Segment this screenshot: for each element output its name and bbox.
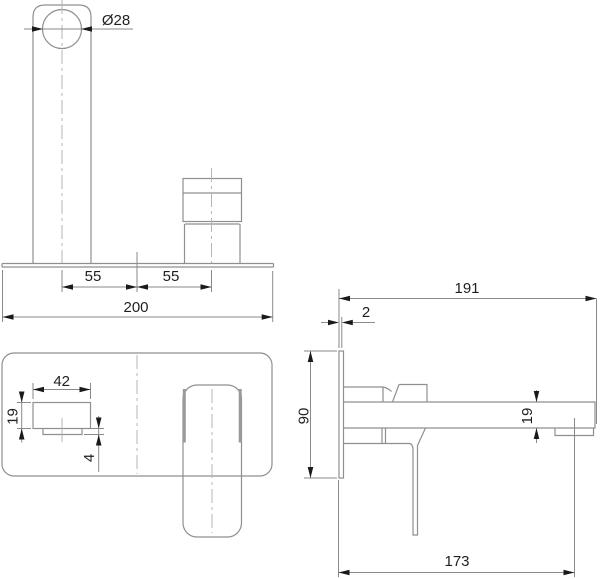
dim-spout-bar-height: 19 xyxy=(519,390,540,443)
dim-label-overall-depth: 191 xyxy=(454,280,479,297)
dim-label-spout-width: 42 xyxy=(53,373,70,390)
front-view: 42 19 4 xyxy=(1,352,273,538)
dim-label-wall-to-aerator: 173 xyxy=(444,553,469,570)
dim-label-plate-height: 90 xyxy=(296,408,313,425)
dim-spout-height: 19 xyxy=(5,391,31,443)
dim-label-spout-diameter: Ø28 xyxy=(102,12,130,29)
dim-label-plate-thickness: 2 xyxy=(362,304,370,321)
handle-lower-block xyxy=(183,224,241,264)
wall-plate-front xyxy=(1,352,273,477)
top-view: Ø28 55 55 200 xyxy=(1,0,275,322)
dim-spout-width: 42 xyxy=(32,373,91,399)
dim-plate-thickness: 2 xyxy=(321,304,375,348)
dim-plate-height: 90 xyxy=(296,350,337,479)
side-view: 191 2 90 19 xyxy=(296,280,597,577)
spout-bar xyxy=(343,401,596,429)
dim-overall-width: 200 xyxy=(2,270,274,322)
handle-upper-block xyxy=(182,177,243,223)
dim-label-spout-lip: 4 xyxy=(81,454,98,462)
wall-plate-side xyxy=(338,350,345,479)
base-plate-edge xyxy=(1,262,275,268)
dim-spout-diameter: Ø28 xyxy=(24,12,133,32)
dim-spacing-55: 55 55 xyxy=(61,252,212,292)
dim-label-spout-bar-height: 19 xyxy=(519,408,536,425)
dim-label-overall-width: 200 xyxy=(123,299,148,316)
dim-wall-to-aerator: 173 xyxy=(338,418,575,577)
body-lower xyxy=(343,427,427,536)
dim-label-center-to-handle: 55 xyxy=(163,268,180,285)
dim-label-spout-height: 19 xyxy=(5,408,22,425)
body-upper xyxy=(343,383,428,403)
handle-front xyxy=(182,384,243,538)
dim-spout-lip: 4 xyxy=(81,416,104,472)
dim-label-spout-to-center: 55 xyxy=(85,268,102,285)
dim-overall-depth: 191 xyxy=(338,280,597,424)
